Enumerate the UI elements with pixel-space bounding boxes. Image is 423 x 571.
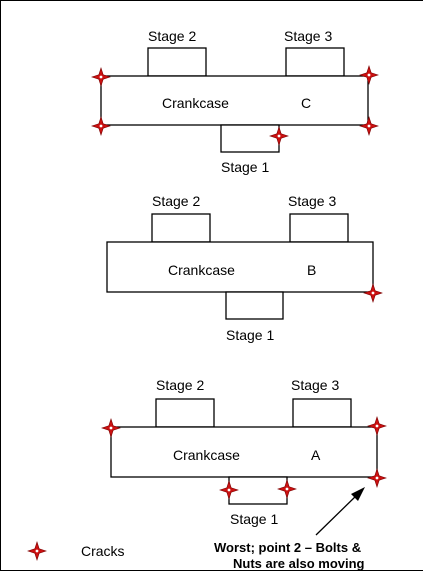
assembly-c: Stage 2 Stage 3 Crankcase C Stage 1	[91, 28, 379, 175]
stage2-box-b	[151, 213, 211, 243]
stage2-box-c	[147, 47, 207, 77]
stage1-label-a: Stage 1	[230, 511, 278, 527]
stage2-label-b: Stage 2	[152, 193, 200, 209]
annotation-arrow	[315, 487, 365, 536]
stage3-box-a	[292, 398, 352, 428]
crankcase-label-b: Crankcase	[168, 262, 235, 278]
crankcase-label-c: Crankcase	[162, 95, 229, 111]
crankcase-box-a	[110, 426, 378, 478]
assembly-b: Stage 2 Stage 3 Crankcase B Stage 1	[106, 193, 383, 343]
stage1-label-c: Stage 1	[221, 159, 269, 175]
stage1-box-b	[225, 291, 284, 320]
stage1-box-a	[228, 476, 288, 505]
crankcase-box-c	[100, 75, 369, 126]
stage1-label-b: Stage 1	[226, 327, 274, 343]
stage3-label-a: Stage 3	[291, 377, 339, 393]
annotation-line-2: Nuts are also moving	[233, 556, 365, 571]
stage2-label-c: Stage 2	[148, 28, 196, 44]
stage2-label-a: Stage 2	[156, 377, 204, 393]
stage3-label-b: Stage 3	[288, 193, 336, 209]
letter-label-b: B	[307, 262, 316, 278]
stage1-box-c	[220, 124, 280, 153]
assembly-a: Stage 2 Stage 3 Crankcase A Stage 1	[101, 377, 387, 527]
letter-label-c: C	[301, 95, 311, 111]
stage3-box-b	[289, 213, 349, 243]
letter-label-a: A	[311, 447, 321, 463]
annotation-line-1: Worst; point 2 – Bolts &	[214, 540, 361, 555]
legend: Cracks	[27, 541, 125, 561]
crankcase-box-b	[106, 241, 374, 293]
legend-crack-label: Cracks	[81, 543, 125, 559]
stage3-label-c: Stage 3	[284, 28, 332, 44]
stage2-box-a	[155, 398, 215, 428]
crankcase-label-a: Crankcase	[173, 447, 240, 463]
legend-crack-icon	[27, 541, 47, 561]
stage3-box-c	[285, 47, 345, 77]
